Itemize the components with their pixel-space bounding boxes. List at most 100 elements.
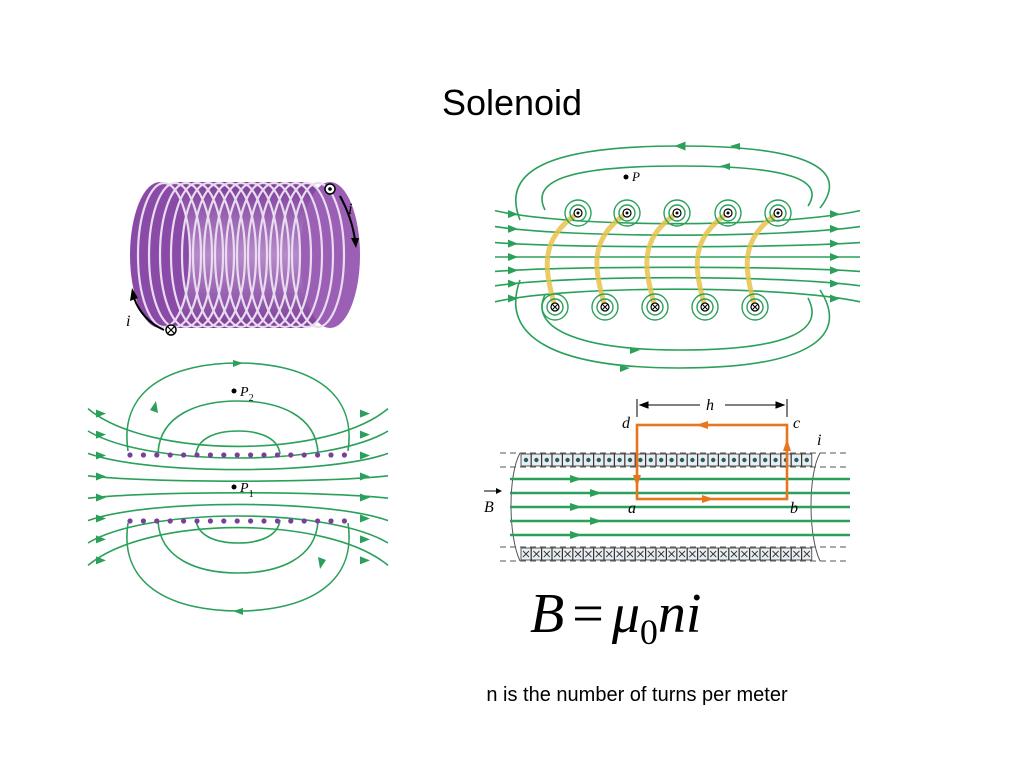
current-out-dot: [627, 457, 633, 463]
wire-field-loop: [564, 199, 592, 227]
formula-lhs: B: [530, 583, 565, 645]
current-in-mark: [522, 550, 530, 558]
current-out-dot: [804, 457, 809, 463]
wire-segment: [744, 210, 780, 308]
current-in-mark: [699, 550, 707, 558]
wire-dot-top: [288, 452, 294, 458]
interior-field-line: [87, 492, 389, 499]
wire-dot-bottom: [274, 518, 280, 524]
inner-field-lines: [494, 209, 861, 303]
wire-dot-bottom: [194, 518, 200, 524]
interior-field-arrow: [360, 451, 370, 460]
wire-field-loop: [741, 293, 769, 321]
interior-field-arrow: [508, 224, 518, 233]
interior-field-line: [87, 430, 389, 459]
length-label: h: [706, 397, 714, 414]
field-lines-outer: [126, 362, 350, 612]
corner-a-label: a: [628, 500, 636, 517]
current-out-dot: [731, 457, 737, 463]
field-arrow: [590, 517, 602, 525]
current-out-dot: [659, 457, 664, 463]
interior-field-line: [494, 225, 861, 236]
wire-dot-top: [261, 452, 267, 458]
coil-turn: [279, 181, 335, 329]
interior-field-line: [87, 452, 389, 471]
field-lines-interior: [87, 407, 389, 567]
point-p2-dot: [231, 388, 237, 394]
formula-subscript: 0: [639, 612, 658, 652]
wire-dot-bottom: [127, 518, 133, 524]
wire-dot-bottom: [328, 518, 334, 524]
field-arrow: [590, 489, 602, 497]
interior-field-line: [494, 276, 861, 287]
interior-field-arrow: [830, 294, 840, 303]
interior-field-arrow: [360, 493, 370, 502]
current-in-mark: [761, 550, 769, 558]
wire-field-loop: [641, 293, 669, 321]
outer-field-lines: [515, 141, 831, 369]
wire-dot-bottom: [221, 518, 227, 524]
current-in-mark: [552, 304, 558, 310]
interior-field-arrow: [830, 253, 840, 261]
wire-dot-top: [315, 452, 321, 458]
interior-field-arrow: [96, 430, 106, 439]
current-out-mark: [726, 211, 730, 215]
current-out-dot: [544, 457, 549, 463]
wire-field-loop: [719, 204, 737, 222]
current-out-dot: [711, 457, 716, 463]
current-out-dot: [679, 457, 685, 463]
current-in-mark: [595, 550, 603, 558]
interior-field-arrow: [360, 430, 370, 439]
coil-turn: [268, 181, 324, 329]
wire-dot-top: [140, 452, 146, 458]
wire-segment: [694, 210, 730, 308]
wire-dot-top: [248, 452, 254, 458]
current-in-mark: [751, 550, 759, 558]
coil-turn: [180, 181, 236, 329]
wire-dot-top: [207, 452, 213, 458]
current-in-mark: [585, 550, 592, 558]
current-in-mark: [709, 550, 717, 558]
wire-dot-top: [341, 452, 347, 458]
arrows-outer: [620, 143, 740, 372]
wire-field-loop: [696, 298, 714, 316]
current-in-mark: [803, 550, 811, 558]
current-in-mark: [647, 550, 655, 558]
wire-dot-top: [328, 452, 334, 458]
current-out-dot: [773, 457, 778, 463]
coil-turn: [191, 181, 247, 329]
coil-turn: [290, 181, 346, 329]
interior-field-line: [87, 526, 389, 567]
wire-field-loop: [596, 298, 614, 316]
wire-segment: [644, 210, 679, 308]
current-out-dot: [523, 457, 529, 463]
wire-dot-bottom: [341, 518, 347, 524]
interior-field-line: [494, 241, 861, 248]
point-p1-dot: [231, 484, 237, 490]
current-in-mark: [678, 550, 686, 558]
wire-dot-bottom: [234, 518, 240, 524]
current-in-mark: [702, 304, 708, 310]
point-p-dot: [623, 174, 629, 180]
uniform-field-lines: [510, 475, 850, 539]
interior-field-arrow: [360, 472, 370, 481]
current-out-mark: [576, 211, 580, 215]
coil-turn: [224, 181, 280, 329]
wire-field-loop: [591, 293, 619, 321]
current-label: i: [817, 432, 821, 449]
wire-field-loop: [646, 298, 664, 316]
current-in-mark: [564, 550, 571, 558]
current-out-mark: [776, 211, 780, 215]
wire-dot-bottom: [154, 518, 160, 524]
current-out-dot: [575, 457, 581, 463]
interior-field-line: [87, 407, 389, 448]
interior-field-arrow: [508, 294, 518, 303]
current-out-mark: [625, 211, 629, 215]
current-in-mark: [616, 550, 623, 558]
current-label-top: i: [348, 201, 352, 218]
interior-field-arrow: [360, 556, 370, 565]
wire-cross-sections: [127, 452, 347, 524]
loose-solenoid-field-figure: P: [494, 141, 861, 372]
amperian-loop-figure: h d c a b i B: [484, 397, 850, 562]
current-out-dot: [648, 457, 653, 463]
